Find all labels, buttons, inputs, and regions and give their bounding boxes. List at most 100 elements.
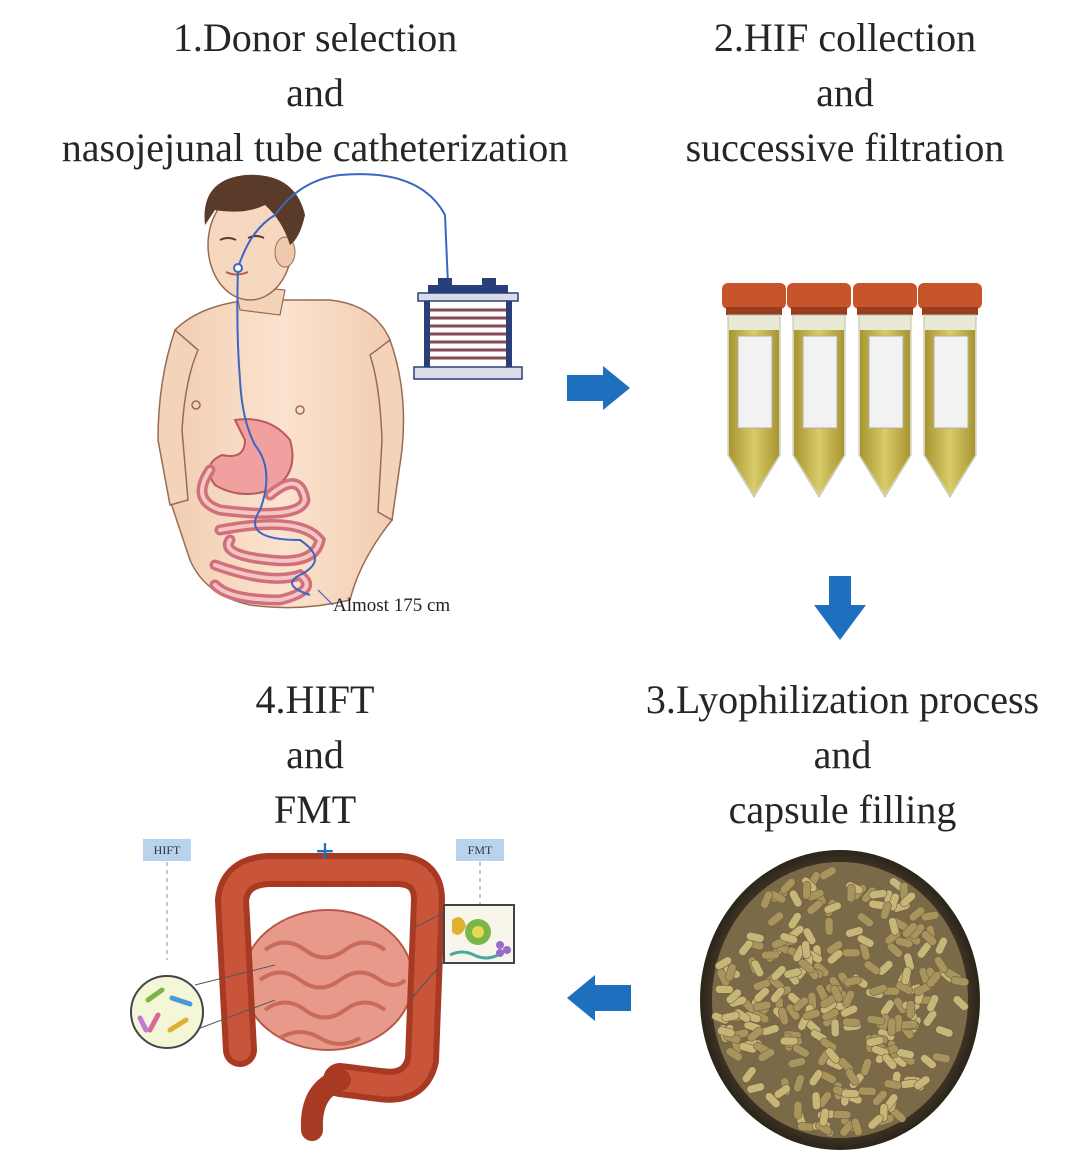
step-2-line-1: 2.HIF collection	[713, 15, 977, 60]
capsule	[819, 1107, 830, 1127]
capsule	[857, 912, 874, 928]
capsule	[725, 1047, 743, 1062]
capsule	[820, 1037, 838, 1052]
capsule	[863, 960, 881, 975]
hift-zoom-circle	[130, 975, 204, 1049]
step-4-title: 4.HIFT and FMT	[140, 672, 490, 837]
step-4-line-3: FMT	[273, 787, 357, 832]
fmt-tag: FMT	[456, 839, 504, 861]
capsule	[746, 1082, 765, 1094]
capsule	[832, 1110, 852, 1120]
capsule	[867, 1114, 884, 1130]
capsule	[905, 1000, 916, 1019]
step-1-line-1: 1.Donor selection	[172, 15, 458, 60]
capsule	[802, 881, 812, 900]
capsule-pile	[711, 866, 969, 1138]
capsule	[721, 1011, 740, 1022]
capsule	[825, 1047, 841, 1064]
capsule	[830, 1018, 840, 1038]
capsule	[793, 1074, 805, 1093]
step-1-line-3: nasojejunal tube catheterization	[61, 125, 569, 170]
step-4-line-2: and	[286, 732, 344, 777]
capsule	[842, 989, 856, 1008]
capsule	[741, 1066, 757, 1083]
step-3-line-1: 3.Lyophilization process	[645, 677, 1040, 722]
capsule	[926, 971, 942, 988]
capsule	[842, 948, 861, 958]
capsule	[793, 1100, 803, 1120]
capsule	[845, 1068, 859, 1086]
capsule	[933, 956, 948, 974]
tube-3	[853, 283, 917, 498]
capsule	[750, 959, 765, 978]
donor-illustration	[157, 173, 449, 609]
capsule	[843, 975, 862, 987]
capsule	[760, 890, 773, 909]
capsule	[856, 934, 875, 948]
capsule	[792, 996, 809, 1012]
capsule	[846, 883, 856, 903]
capsule	[882, 1053, 898, 1070]
capsule	[888, 917, 900, 936]
tube-length-annotation: Almost 175 cm	[333, 595, 451, 616]
right-arrow-icon	[567, 366, 630, 410]
capsule	[883, 1079, 903, 1090]
capsule	[717, 1026, 736, 1038]
tube-4	[918, 283, 982, 498]
plus-sign: +	[316, 833, 335, 869]
capsule	[827, 949, 844, 965]
colon-illustration	[130, 853, 515, 1141]
capsule	[767, 911, 784, 927]
capsule	[840, 1089, 860, 1099]
step-2-title: 2.HIF collection and successive filtrati…	[620, 10, 1070, 175]
capsule	[901, 922, 918, 938]
capsule	[935, 1025, 954, 1038]
capsule	[830, 984, 843, 1003]
capsule	[770, 965, 787, 981]
capsule	[752, 1000, 772, 1012]
step-3-line-3: capsule filling	[728, 787, 957, 832]
capsule	[761, 950, 780, 960]
capsule	[880, 901, 892, 920]
capsule	[921, 930, 938, 946]
step-3-line-2: and	[813, 732, 872, 777]
capsule	[801, 940, 811, 959]
capsule	[747, 1026, 764, 1042]
capsule	[824, 916, 834, 936]
step-4-line-1: 4.HIFT	[255, 677, 375, 722]
step-1-title: 1.Donor selection and nasojejunal tube c…	[0, 10, 630, 175]
capsule	[715, 985, 734, 994]
capsule	[850, 1117, 863, 1137]
capsule	[823, 901, 842, 914]
capsule	[779, 1036, 799, 1046]
capsule	[770, 986, 786, 1004]
capsule	[952, 995, 969, 1011]
step-2-line-3: successive filtration	[685, 125, 1005, 170]
capsule	[935, 936, 948, 955]
step-3-title: 3.Lyophilization process and capsule fil…	[600, 672, 1085, 837]
capsule	[880, 999, 895, 1017]
capsule	[757, 1048, 775, 1062]
capsule	[777, 1006, 789, 1026]
capsule	[866, 1015, 886, 1026]
capsule	[787, 912, 802, 930]
capsule	[753, 987, 770, 1003]
tube-2	[787, 283, 851, 498]
capsule	[860, 1057, 873, 1077]
capsule	[871, 1045, 890, 1058]
capsule	[802, 927, 817, 945]
capsule	[779, 932, 798, 944]
capsule	[789, 889, 803, 908]
capsule	[920, 910, 940, 922]
capsule	[894, 936, 914, 949]
capsule	[792, 1044, 810, 1058]
capsule	[714, 956, 733, 971]
capsule	[802, 1008, 821, 1021]
capsule	[950, 976, 969, 987]
capsule	[783, 967, 802, 979]
tube-1	[722, 283, 786, 498]
collection-bag-icon	[413, 278, 523, 380]
capsule	[868, 889, 888, 900]
capsule	[932, 1052, 951, 1064]
capsule	[922, 1009, 938, 1027]
